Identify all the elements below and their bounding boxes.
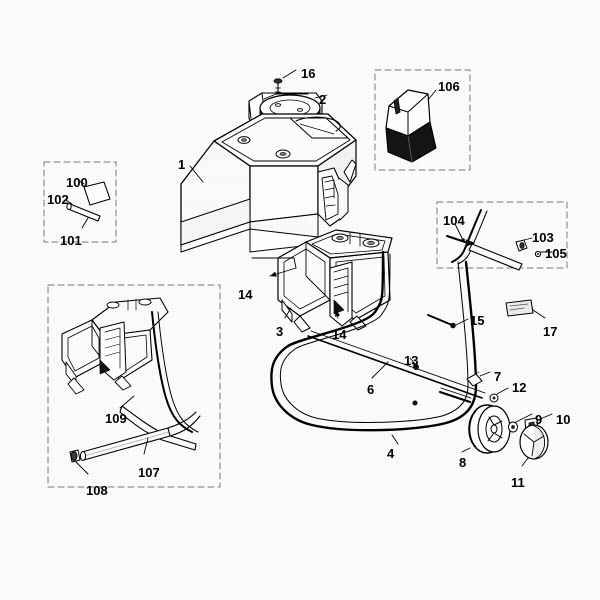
part-4-frame-inner [279,253,469,423]
callout-10: 10 [556,412,571,427]
part-107-handle [79,405,201,461]
callout-106: 106 [438,79,460,94]
dashed-box-109 [47,284,221,488]
part-axle-rod [438,387,472,404]
callout-1: 1 [178,157,186,172]
leader-6 [371,361,389,379]
callout-8: 8 [459,455,467,470]
leader-1 [189,165,204,183]
leader-14-lower [334,309,341,319]
callout-16: 16 [301,66,316,81]
callout-4: 4 [387,446,395,461]
dashed-box-104 [436,201,568,269]
part-15-bolt [427,314,469,329]
part-104-handlejoint [446,209,523,271]
dashed-box-106 [374,69,471,171]
part-103-nut [515,237,533,252]
part-9-spacer [508,413,533,433]
callout-3: 3 [276,324,284,339]
callout-13: 13 [404,353,419,368]
callout-9: 9 [535,412,543,427]
part-106-chute [385,89,437,163]
callout-7: 7 [494,369,502,384]
part-4-frame [270,250,478,432]
callout-108: 108 [86,483,108,498]
part-109-assembly [61,297,199,433]
callout-17: 17 [543,324,558,339]
part-101-rod [66,203,101,229]
callout-11: 11 [511,475,525,490]
part-7-bushing [466,371,491,387]
callout-104: 104 [443,213,465,228]
callout-101: 101 [60,233,82,248]
part-8-wheel [461,404,511,454]
part-3-hopper [277,229,393,333]
part-11-hubcap [519,424,549,467]
leader-14-upper [251,257,297,277]
part-17-plate [505,299,546,319]
leader-4 [391,434,399,445]
part-102-pin [65,199,73,205]
part-105-screw [534,250,553,258]
callout-14-upper: 14 [238,287,253,302]
dashed-box-100 [43,161,117,243]
leader-2 [314,94,328,99]
part-12-washer [489,387,509,403]
leader-3 [284,307,292,319]
callout-107: 107 [138,465,160,480]
callout-14-lower: 14 [332,327,347,342]
callout-12: 12 [512,380,527,395]
callout-100: 100 [66,175,88,190]
part-6-brace [307,330,486,399]
leader-16 [282,69,297,79]
callout-109: 109 [105,411,127,426]
callout-105: 105 [545,246,567,261]
callout-103: 103 [532,230,554,245]
part-108-endcap [69,449,89,475]
part-100-plate [77,179,111,206]
part-1-housing [180,113,357,253]
callout-15: 15 [470,313,485,328]
callout-6: 6 [367,382,375,397]
callout-102: 102 [47,192,69,207]
part-13-pivot [409,357,419,406]
callout-2: 2 [319,92,327,107]
